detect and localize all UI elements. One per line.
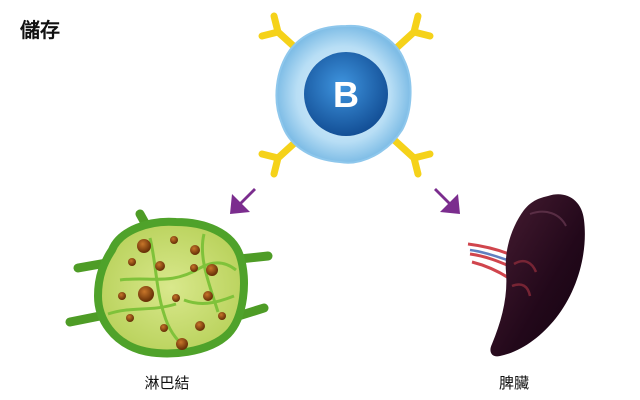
b-cell-icon: [275, 24, 412, 164]
spleen-icon: [467, 194, 585, 357]
lymph-node-icon: [65, 209, 273, 358]
arrow-left-icon: [230, 188, 256, 214]
lymph-node-label: 淋巴結: [144, 374, 190, 392]
lymph-nodules: [118, 236, 226, 350]
spleen-label: 脾臟: [498, 374, 530, 392]
b-cell-letter: B: [333, 74, 359, 115]
antibody-icon: [258, 12, 434, 178]
page-title: 儲存: [20, 18, 60, 42]
arrow-right-icon: [434, 188, 460, 214]
